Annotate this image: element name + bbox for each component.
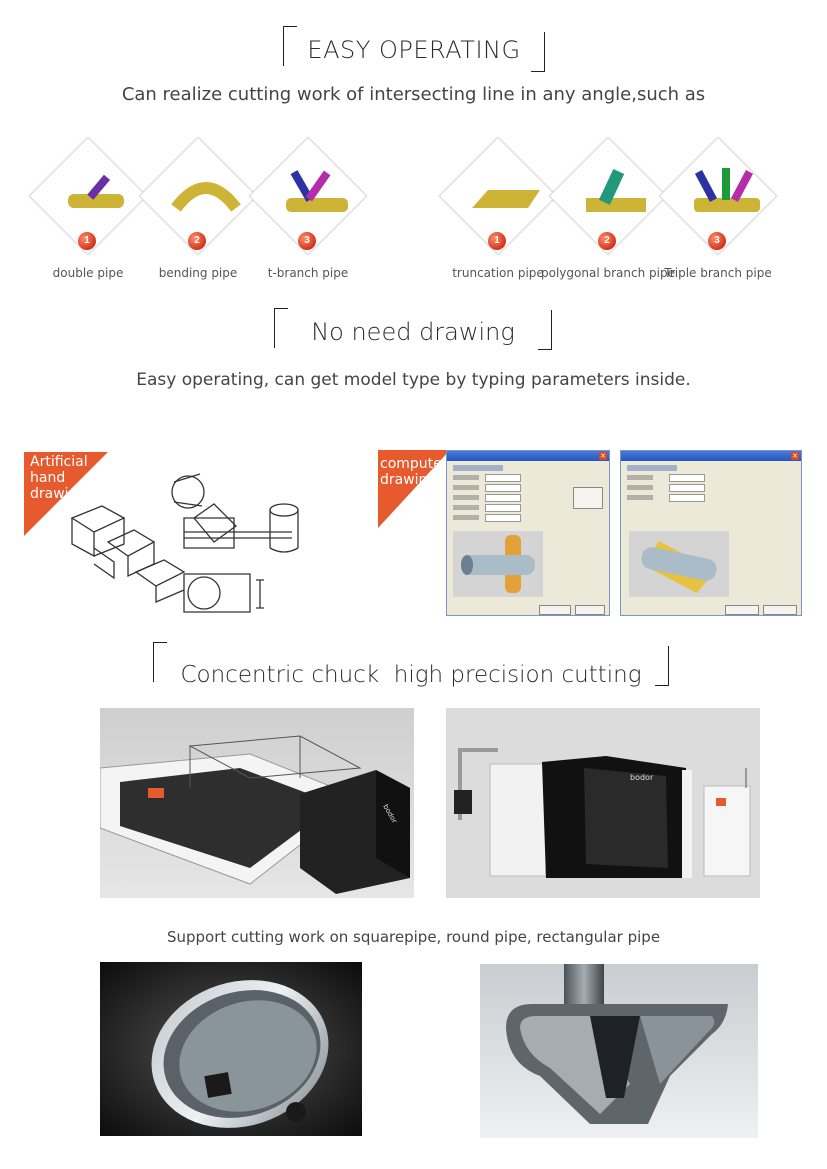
param-field[interactable]	[669, 484, 705, 492]
pipe-type-label: truncation pipe	[452, 266, 544, 280]
bracket-corner-top-left	[283, 26, 297, 66]
param-field[interactable]	[485, 494, 521, 502]
close-icon[interactable]: ✕	[599, 452, 607, 460]
pipe-illustration-icon	[586, 168, 646, 212]
section2-subtitle: Easy operating, can get model type by ty…	[136, 370, 691, 390]
ok-button[interactable]	[539, 605, 571, 615]
pipe-type-label: polygonal branch pipe	[541, 266, 675, 280]
svg-text:bodor: bodor	[630, 773, 654, 782]
ok-button[interactable]	[725, 605, 759, 615]
dialog-titlebar: ✕	[447, 451, 609, 461]
pipe-preview	[453, 531, 543, 597]
section1-subtitle: Can realize cutting work of intersecting…	[121, 84, 706, 105]
pipe-type-card: 1 double pipe	[26, 136, 150, 284]
pipe-illustration-icon	[286, 170, 348, 212]
param-field[interactable]	[485, 514, 521, 522]
cancel-button[interactable]	[763, 605, 797, 615]
param-field[interactable]	[485, 484, 521, 492]
step-number-badge: 3	[298, 232, 316, 250]
pipe-type-label: t-branch pipe	[267, 266, 349, 280]
computer-drawing-corner	[378, 450, 450, 528]
dialog-titlebar: ✕	[621, 451, 801, 461]
machine-photo-open: bodor	[100, 708, 414, 898]
pipe-type-label: Triple branch pipe	[664, 266, 772, 280]
round-pipe-cut-photo	[100, 962, 362, 1136]
cancel-button[interactable]	[575, 605, 605, 615]
section3-caption: Support cutting work on squarepipe, roun…	[166, 928, 661, 946]
bracket-corner-bottom-right	[538, 310, 552, 350]
step-number-badge: 2	[598, 232, 616, 250]
bracket-corner-top-left	[274, 308, 288, 348]
step-number-badge: 1	[78, 232, 96, 250]
dialog-subtitle-bar	[627, 465, 677, 471]
machine-photo-enclosed: bodor	[446, 708, 760, 898]
bracket-corner-bottom-right	[655, 646, 669, 686]
pipe-illustration-icon	[171, 182, 241, 212]
section-title-concentric-chuck: Concentric chuck high precision cutting	[153, 642, 669, 688]
bracket-corner-top-left	[153, 642, 167, 682]
param-field[interactable]	[669, 474, 705, 482]
pipe-type-card: 2 bending pipe	[136, 136, 260, 284]
pipe-type-card: 2 polygonal branch pipe	[541, 136, 675, 284]
step-number-badge: 1	[488, 232, 506, 250]
close-icon[interactable]: ✕	[791, 452, 799, 460]
pipe-type-card: 3 t-branch pipe	[246, 136, 370, 284]
pipe-illustration-icon	[68, 174, 124, 208]
pipe-parameter-dialog-1: ✕	[446, 450, 610, 616]
pipe-type-label: double pipe	[52, 266, 124, 280]
computer-drawing-tag: computer drawing	[380, 456, 448, 488]
pipe-type-label: bending pipe	[158, 266, 238, 280]
hand-drawing-panel	[24, 452, 310, 618]
pipe-illustration-icon	[472, 190, 540, 208]
pipe-illustration-icon	[694, 168, 760, 212]
square-pipe-cut-photo	[480, 964, 758, 1138]
param-field[interactable]	[485, 474, 521, 482]
pipe-preview	[629, 531, 729, 597]
pipe-parameter-dialog-2: ✕	[620, 450, 802, 616]
hand-drawing-sketch	[24, 452, 299, 613]
step-number-badge: 2	[188, 232, 206, 250]
section-title-no-need-drawing: No need drawing	[274, 308, 552, 350]
section-title-easy-operating: EASY OPERATING	[283, 26, 545, 72]
param-field[interactable]	[485, 504, 521, 512]
dialog-subtitle-bar	[453, 465, 503, 471]
computer-drawing-panel: computer drawing ✕	[378, 450, 804, 618]
bracket-corner-bottom-right	[531, 32, 545, 72]
step-number-badge: 3	[708, 232, 726, 250]
pipe-type-card: 1 truncation pipe	[436, 136, 560, 284]
artificial-hand-drawing-tag: Artificial hand drawing	[30, 454, 88, 502]
param-field[interactable]	[669, 494, 705, 502]
dialog-side-button[interactable]	[573, 487, 603, 509]
